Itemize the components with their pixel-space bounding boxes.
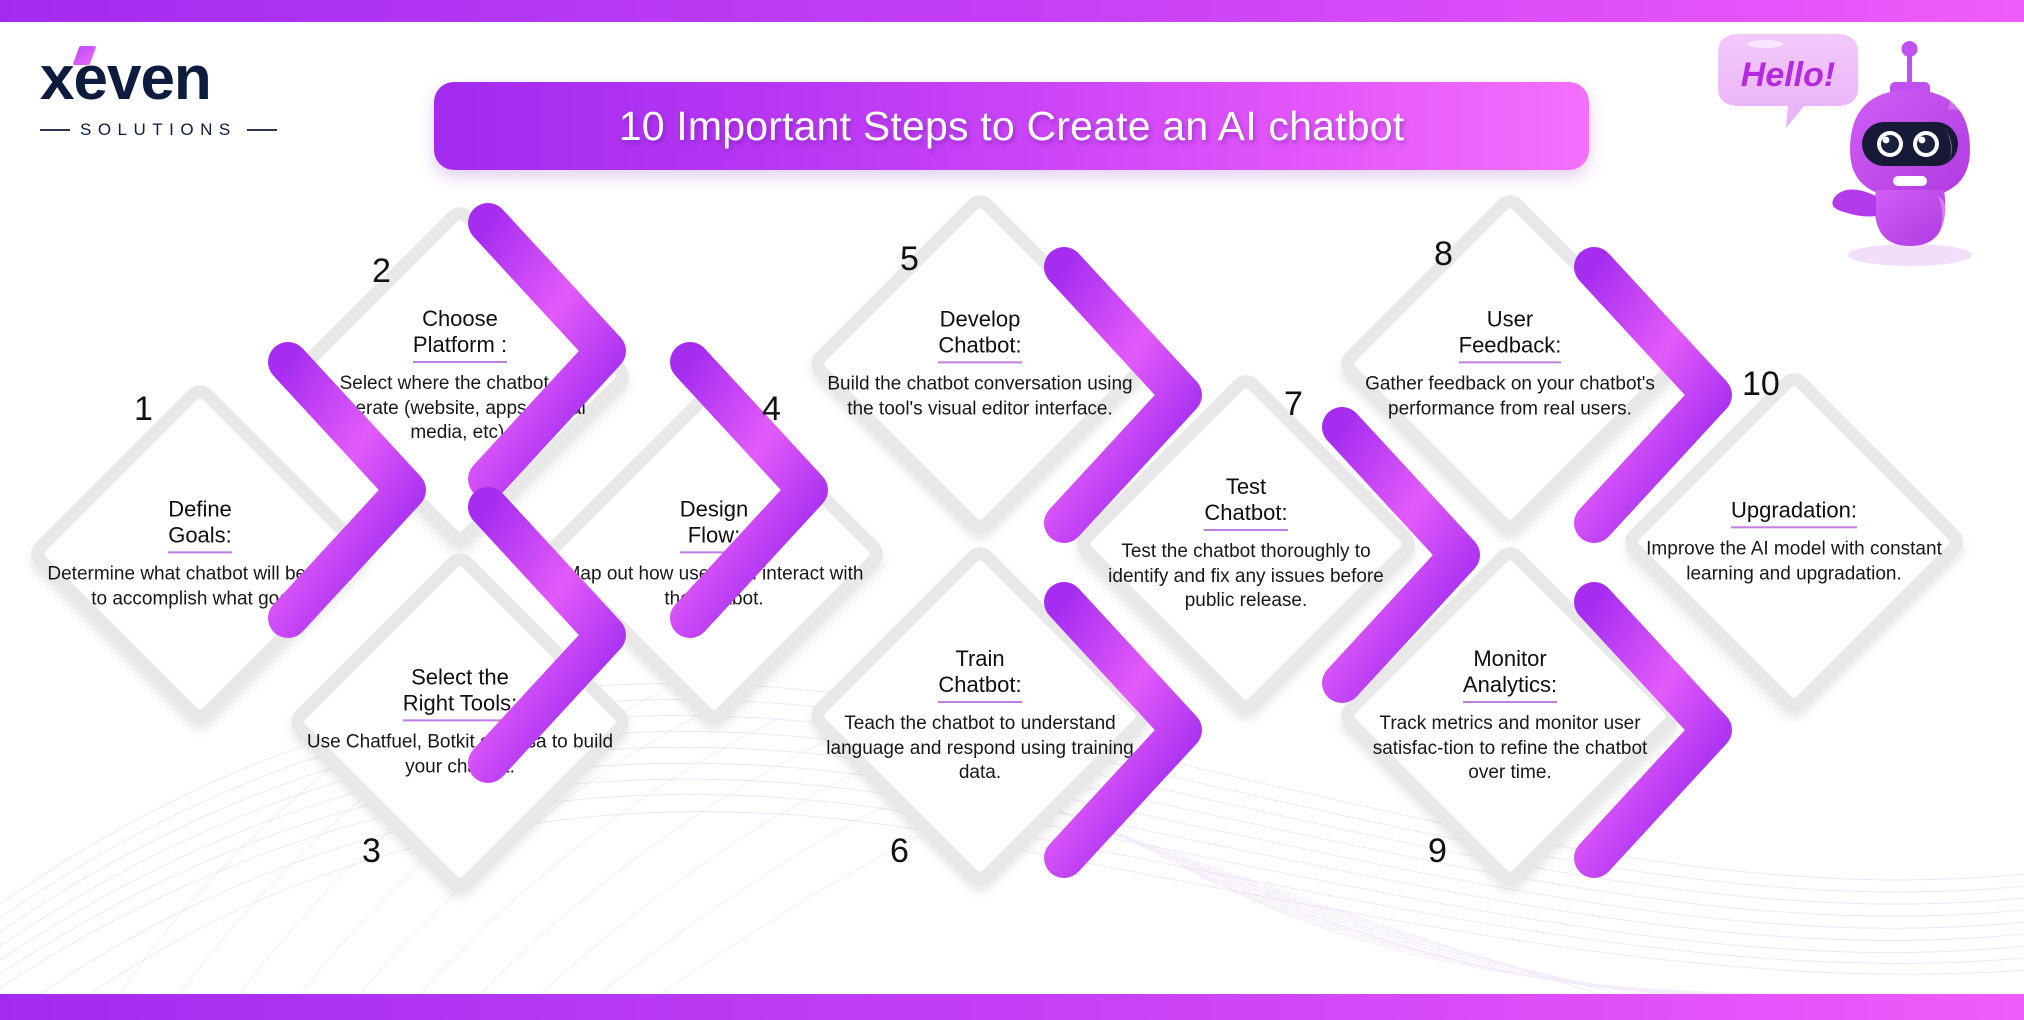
step-heading-1: Define Goals: <box>168 496 232 554</box>
brand-tagline-row: SOLUTIONS <box>40 120 277 140</box>
step-number-9: 9 <box>1428 832 1447 870</box>
step-heading-5-line1: Develop <box>939 306 1021 332</box>
tagline-dash-left <box>40 129 70 131</box>
tagline-dash-right <box>246 129 277 131</box>
brand-logo: xeven SOLUTIONS <box>40 46 277 140</box>
chevron-arrow-9 <box>1574 582 1732 878</box>
step-heading-5-line2: Chatbot: <box>938 332 1022 358</box>
chevron-arrow-5 <box>1044 247 1202 543</box>
svg-text:Hello!: Hello! <box>1741 56 1835 94</box>
step-heading-5: Develop Chatbot: <box>938 306 1022 364</box>
brand-name-text: xeven <box>40 44 212 113</box>
step-heading-8-line2: Feedback: <box>1458 332 1562 358</box>
step-number-6: 6 <box>890 832 909 870</box>
chevron-arrow-7 <box>1322 407 1480 703</box>
step-number-2: 2 <box>372 252 391 290</box>
chevron-arrow-8 <box>1574 247 1732 543</box>
step-number-5: 5 <box>900 240 919 278</box>
step-number-10: 10 <box>1742 365 1780 403</box>
step-heading-10-line2: Upgradation: <box>1731 497 1857 523</box>
chevron-arrow-1 <box>268 342 426 638</box>
step-heading-6: Train Chatbot: <box>938 646 1022 703</box>
page-title: 10 Important Steps to Create an AI chatb… <box>618 102 1405 149</box>
step-number-3: 3 <box>362 832 381 870</box>
robot-mascot-icon: Hello! <box>1718 34 1972 266</box>
step-number-4: 4 <box>762 390 781 428</box>
step-heading-7-line2: Chatbot: <box>1204 499 1288 525</box>
chevron-arrow-6 <box>1044 582 1202 878</box>
step-heading-7-line1: Test <box>1225 474 1267 500</box>
step-heading-1-line1: Define <box>168 496 232 522</box>
step-heading-8: User Feedback: <box>1458 306 1562 364</box>
bottom-gradient-bar <box>0 994 2024 1020</box>
step-heading-8-line1: User <box>1486 306 1534 332</box>
step-number-8: 8 <box>1434 235 1453 273</box>
step-heading-7: Test Chatbot: <box>1204 474 1288 531</box>
step-heading-6-line1: Train <box>955 646 1005 672</box>
top-gradient-bar <box>0 0 2024 22</box>
brand-tagline: SOLUTIONS <box>80 120 237 139</box>
speech-bubble: Hello! <box>1718 34 1858 128</box>
step-number-7: 7 <box>1284 385 1303 423</box>
chevron-arrow-4 <box>670 342 828 638</box>
chevron-arrow-3 <box>468 487 626 783</box>
step-heading-6-line2: Chatbot: <box>938 671 1022 697</box>
title-banner: 10 Important Steps to Create an AI chatb… <box>434 82 1589 170</box>
step-number-1: 1 <box>134 390 153 428</box>
brand-name: xeven <box>40 46 277 110</box>
step-heading-10: Upgradation: <box>1731 497 1857 529</box>
chevron-arrow-2 <box>468 203 626 499</box>
step-heading-1-line2: Goals: <box>168 522 232 548</box>
